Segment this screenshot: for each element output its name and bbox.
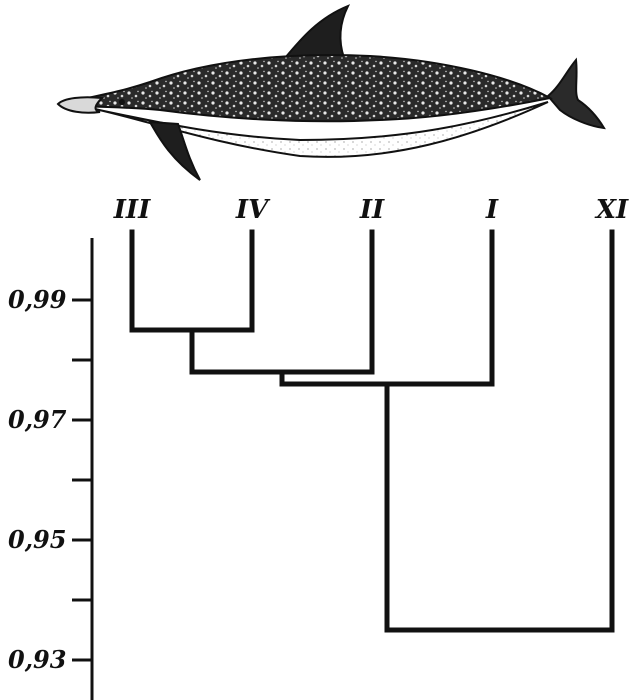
tick-label: 0,99 (8, 285, 67, 314)
tick-label: 0,95 (8, 525, 66, 554)
merge-branch-2 (192, 232, 372, 372)
tick-label: 0,97 (8, 405, 67, 434)
dolphin-illustration (58, 6, 604, 180)
dendrogram-branches (132, 232, 612, 630)
merge-branch-3 (282, 232, 492, 384)
leaf-label-xi: XI (594, 195, 629, 225)
leaf-label-iii: III (113, 195, 151, 225)
leaf-label-i: I (485, 195, 499, 225)
merge-branch-1 (132, 232, 252, 330)
leaf-label-ii: II (359, 195, 385, 225)
tick-label: 0,93 (8, 645, 66, 674)
axis-tick-labels: 0,99 0,97 0,95 0,93 (8, 285, 67, 674)
leaf-label-iv: IV (235, 195, 271, 225)
similarity-axis: 0,99 0,97 0,95 0,93 (8, 238, 92, 700)
merge-branch-4 (387, 232, 612, 630)
axis-ticks (72, 300, 92, 660)
